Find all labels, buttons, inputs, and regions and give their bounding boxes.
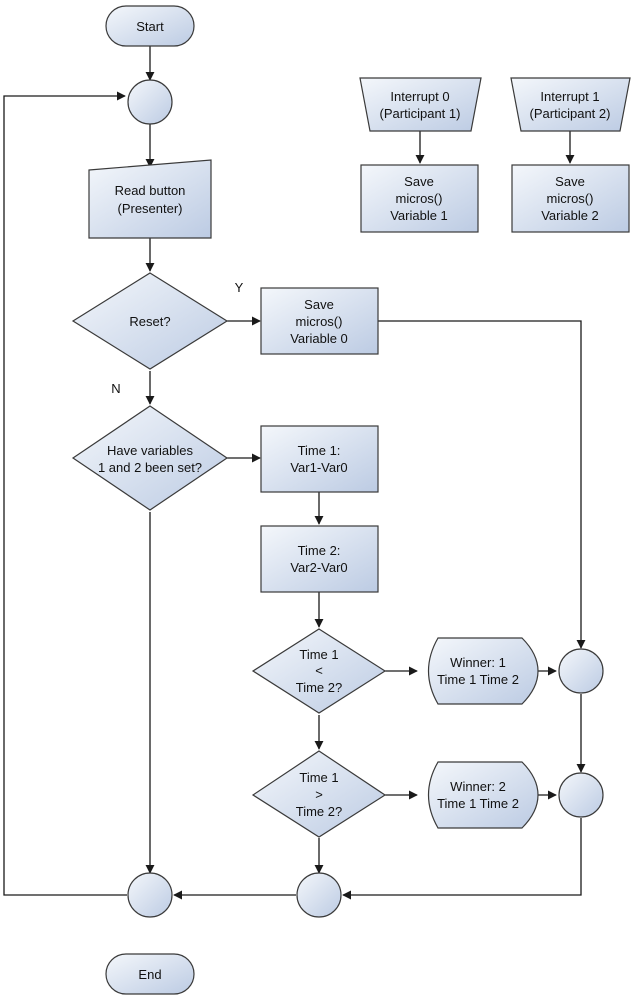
time2-label-1: Time 2: — [298, 543, 341, 558]
interrupt1-label-2: (Participant 2) — [530, 106, 611, 121]
time1-node: Time 1: Var1-Var0 — [260, 425, 379, 493]
interrupt1-label-1: Interrupt 1 — [540, 89, 599, 104]
winner1-label-1: Winner: 1 — [450, 655, 506, 670]
reset-decision: Reset? — [71, 272, 229, 370]
save-variable1-label-1: Save — [404, 174, 434, 189]
save-variable0-label-2: micros() — [296, 314, 343, 329]
save-variable2-label-3: Variable 2 — [541, 208, 599, 223]
interrupt1-node: Interrupt 1 (Participant 2) — [510, 77, 631, 132]
edge-label-yes: Y — [235, 280, 244, 295]
save-variable1-label-3: Variable 1 — [390, 208, 448, 223]
compare-less-label-2: < — [315, 663, 323, 678]
edge-merge-to-bottom — [342, 818, 582, 900]
save-variable1-label-2: micros() — [396, 191, 443, 206]
compare-less-decision: Time 1 < Time 2? — [251, 628, 387, 714]
edge-label-no: N — [111, 381, 120, 396]
time1-label-1: Time 1: — [298, 443, 341, 458]
interrupt0-label-1: Interrupt 0 — [390, 89, 449, 104]
merge-connector-bottom-left — [127, 872, 173, 918]
reset-label: Reset? — [129, 314, 170, 329]
merge-connector-winner1 — [558, 648, 604, 694]
winner2-label-1: Winner: 2 — [450, 779, 506, 794]
save-variable0-label-1: Save — [304, 297, 334, 312]
vars-set-label-1: Have variables — [107, 443, 193, 458]
vars-set-label-2: 1 and 2 been set? — [98, 460, 202, 475]
edge-loop-back — [3, 91, 127, 896]
winner1-node: Winner: 1 Time 1 Time 2 — [428, 637, 539, 705]
start-node: Start — [105, 5, 195, 47]
compare-greater-label-2: > — [315, 787, 323, 802]
end-label: End — [138, 967, 161, 982]
interrupt0-node: Interrupt 0 (Participant 1) — [359, 77, 482, 132]
interrupt0-label-2: (Participant 1) — [380, 106, 461, 121]
edge-save-var0-to-merge — [378, 320, 586, 649]
save-variable0-label-3: Variable 0 — [290, 331, 348, 346]
save-variable2-label-2: micros() — [547, 191, 594, 206]
edges — [3, 46, 586, 900]
compare-greater-label-1: Time 1 — [299, 770, 338, 785]
read-button-label-1: Read button — [115, 183, 186, 198]
compare-greater-label-3: Time 2? — [296, 804, 342, 819]
compare-less-label-1: Time 1 — [299, 647, 338, 662]
compare-less-label-3: Time 2? — [296, 680, 342, 695]
save-variable2-node: Save micros() Variable 2 — [511, 164, 630, 233]
loop-merge-connector — [127, 79, 173, 125]
start-label: Start — [136, 19, 164, 34]
compare-greater-decision: Time 1 > Time 2? — [251, 750, 387, 838]
save-variable1-node: Save micros() Variable 1 — [360, 164, 479, 233]
winner1-label-2: Time 1 Time 2 — [437, 672, 519, 687]
end-node: End — [105, 953, 195, 995]
merge-connector-bottom-right — [296, 872, 342, 918]
winner2-label-2: Time 1 Time 2 — [437, 796, 519, 811]
winner2-node: Winner: 2 Time 1 Time 2 — [428, 761, 539, 829]
merge-connector-winner2 — [558, 772, 604, 818]
read-button-node: Read button (Presenter) — [88, 159, 212, 239]
save-variable0-node: Save micros() Variable 0 — [260, 287, 379, 355]
read-button-label-2: (Presenter) — [117, 201, 182, 216]
time2-label-2: Var2-Var0 — [290, 560, 347, 575]
vars-set-decision: Have variables 1 and 2 been set? — [71, 405, 229, 511]
save-variable2-label-1: Save — [555, 174, 585, 189]
time1-label-2: Var1-Var0 — [290, 460, 347, 475]
time2-node: Time 2: Var2-Var0 — [260, 525, 379, 593]
